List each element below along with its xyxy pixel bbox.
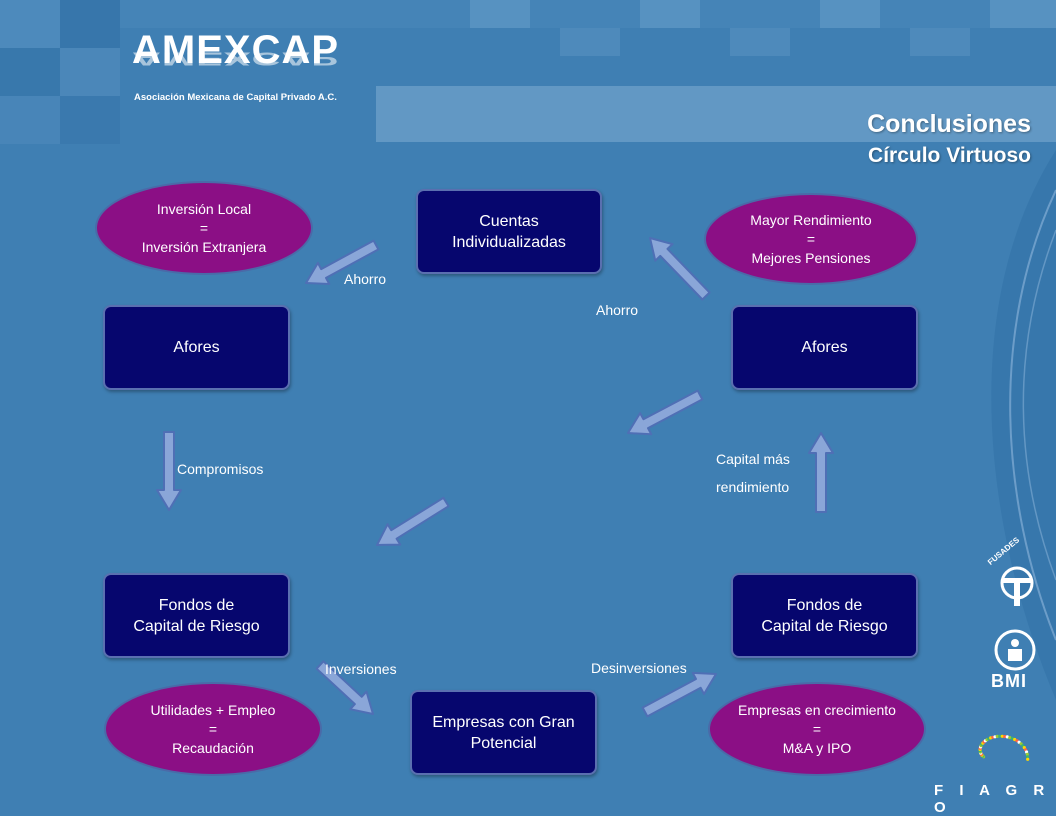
fusades-logo xyxy=(1000,566,1034,606)
slide-subtitle: Círculo Virtuoso xyxy=(868,144,1031,167)
amexcap-logo-subtitle: Asociación Mexicana de Capital Privado A… xyxy=(134,92,337,103)
node-afores-right: Afores xyxy=(731,305,918,390)
node-empresas: Empresas con Gran Potencial xyxy=(410,690,597,775)
node-fondos-right: Fondos de Capital de Riesgo xyxy=(731,573,918,658)
ellipse-inversion: Inversión Local = Inversión Extranjera xyxy=(95,181,313,275)
bmi-logo-mark xyxy=(994,629,1036,671)
arrow-cuentas-to-inversion xyxy=(305,239,380,285)
node-fondos-left: Fondos de Capital de Riesgo xyxy=(103,573,290,658)
node-afores-left: Afores xyxy=(103,305,290,390)
bmi-text: BMI xyxy=(991,671,1027,691)
amexcap-logo: AMEXCAP xyxy=(132,28,340,72)
arrow-rendimiento-to-cuentas xyxy=(649,237,711,301)
fiagro-logo-mark xyxy=(978,734,1030,761)
label-ahorro-left: Ahorro xyxy=(344,271,387,287)
fiagro-text: F I A G R O xyxy=(934,782,1051,816)
label-inversiones: Inversiones xyxy=(325,661,397,677)
label-compromisos: Compromisos xyxy=(177,461,264,477)
arrow-afores-right-diag xyxy=(627,389,704,436)
label-desinversiones: Desinversiones xyxy=(591,660,687,676)
ellipse-crecimiento: Empresas en crecimiento = M&A y IPO xyxy=(708,682,926,776)
arrow-empresas-to-fondos xyxy=(641,671,717,718)
ellipse-utilidades: Utilidades + Empleo = Recaudación xyxy=(104,682,322,776)
arrow-afores-left-down xyxy=(156,431,182,511)
slide-title: Conclusiones xyxy=(867,110,1031,138)
arrow-center-diag xyxy=(376,496,450,546)
ellipse-rendimiento: Mayor Rendimiento = Mejores Pensiones xyxy=(704,193,918,285)
arrow-fondos-to-empresas xyxy=(315,660,374,715)
arrow-capital-up xyxy=(808,432,834,513)
label-ahorro-right: Ahorro xyxy=(596,302,639,318)
node-cuentas-individualizadas: Cuentas Individualizadas xyxy=(416,189,602,274)
label-capital-rendimiento: Capital más rendimiento xyxy=(716,451,790,495)
